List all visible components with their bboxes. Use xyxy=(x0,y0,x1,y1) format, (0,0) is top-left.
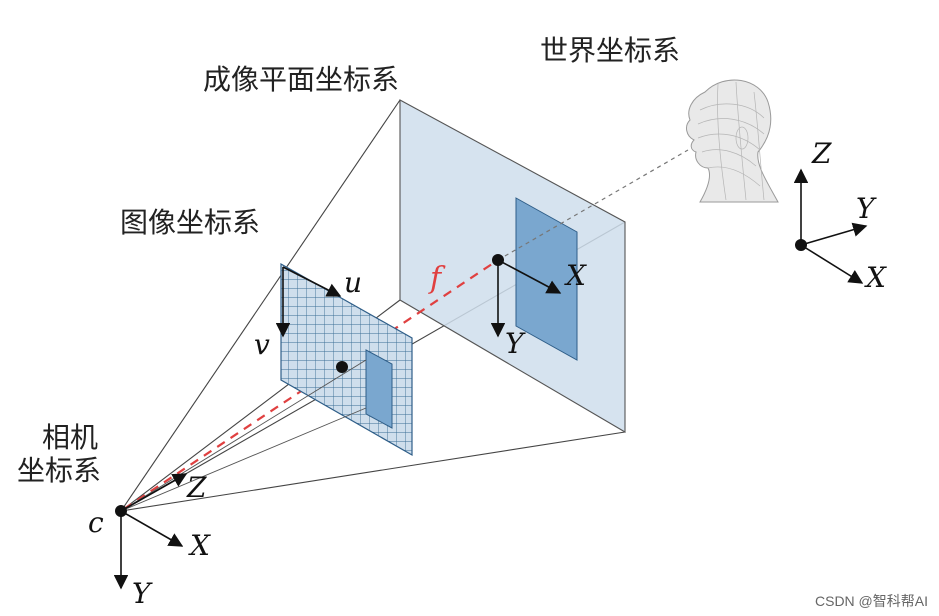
image-axes xyxy=(275,266,342,338)
world-y-label: Y xyxy=(856,192,877,225)
camera-z-label: Z xyxy=(186,471,207,504)
imaging-plane-x-label: X xyxy=(564,259,587,292)
camera-coord-label-line2: 坐标系 xyxy=(17,454,101,487)
image-v-label: v xyxy=(254,328,270,361)
camera-origin-label: c xyxy=(88,506,104,539)
world-origin-point xyxy=(795,239,807,251)
principal-point xyxy=(336,361,348,373)
imaging-plane-object xyxy=(515,197,578,361)
camera-rays xyxy=(120,359,367,512)
camera-y-label: Y xyxy=(132,577,153,610)
imaging-plane-axes xyxy=(490,259,562,338)
world-x-label: X xyxy=(864,261,887,294)
imaging-plane-y-label: Y xyxy=(505,327,526,360)
image-coord-label: 图像坐标系 xyxy=(120,206,260,239)
world-z-label: Z xyxy=(811,137,832,170)
imaging-plane-coord-label: 成像平面坐标系 xyxy=(203,63,399,96)
camera-center-point xyxy=(115,505,127,517)
wireframe-head-icon xyxy=(686,79,779,203)
watermark: CSDN @智科帮AI xyxy=(815,593,928,609)
camera-coord-label-line1: 相机 xyxy=(42,421,98,454)
world-coord-label: 世界坐标系 xyxy=(540,34,680,67)
image-u-label: u xyxy=(344,266,362,299)
imaging-plane-point xyxy=(492,254,504,266)
image-plane xyxy=(280,262,413,457)
image-plane-object xyxy=(365,349,393,429)
camera-axes xyxy=(113,473,188,590)
camera-x-label: X xyxy=(188,529,211,562)
world-axes xyxy=(793,168,868,284)
